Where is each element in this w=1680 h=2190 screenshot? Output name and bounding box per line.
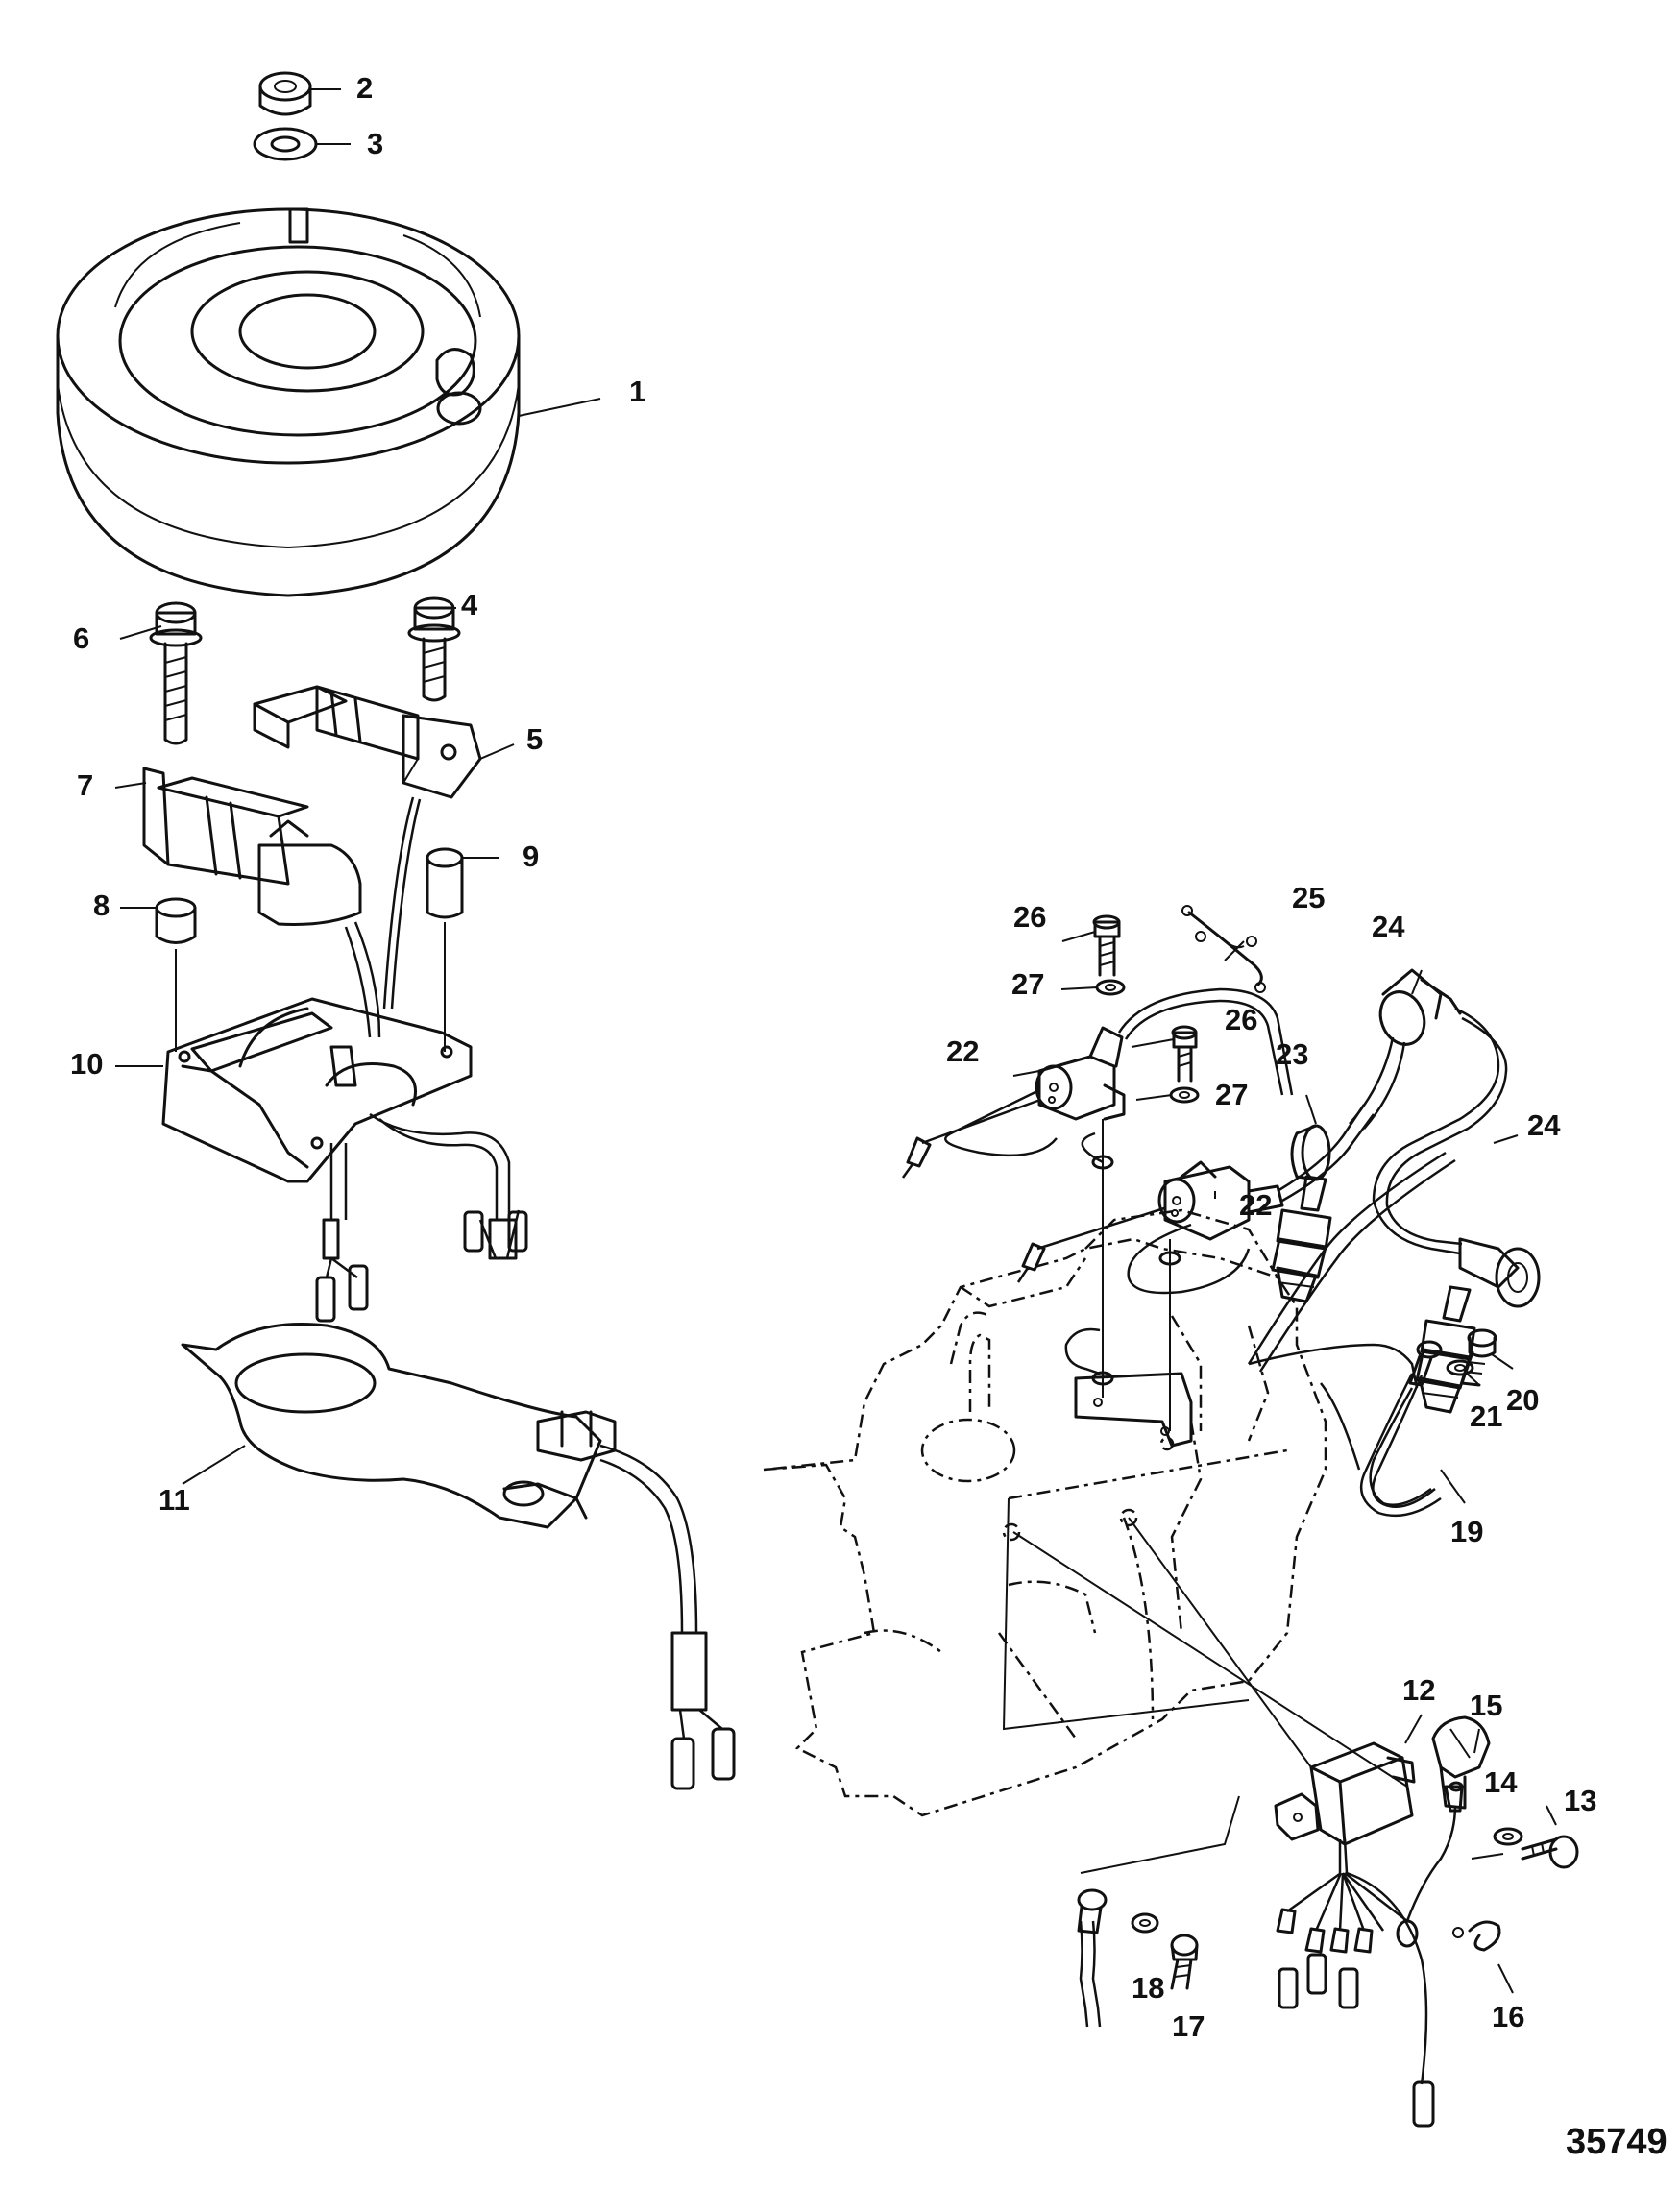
- coil-terminal-lower: [1016, 1242, 1046, 1283]
- coil-terminal-upper: [901, 1136, 932, 1179]
- ignition-coil-lower: [1157, 1160, 1284, 1241]
- trigger-coil: [142, 766, 362, 926]
- coil-screw-upper: [1092, 914, 1121, 977]
- leader-lines: [114, 88, 1557, 1994]
- wire-clip: [1181, 905, 1266, 993]
- callout-7: 7: [77, 768, 93, 802]
- coil-washer-lower: [1169, 1086, 1200, 1104]
- ignition-coil-upper: [1035, 1026, 1126, 1121]
- trigger-plate: [181, 1322, 617, 1529]
- ground-washer: [1446, 1359, 1474, 1376]
- stator-screw-right: [407, 596, 461, 702]
- coil-screw-lower: [1171, 1025, 1198, 1083]
- callout-10: 10: [70, 1047, 103, 1081]
- tie-strap: [1452, 1920, 1501, 1952]
- ground-screw-bottom: [1170, 1934, 1199, 1990]
- callout-1: 1: [629, 375, 645, 408]
- callout-27-lower: 27: [1215, 1078, 1248, 1111]
- stator-lead-connectors: [315, 1209, 528, 1323]
- callout-25: 25: [1292, 881, 1325, 914]
- callout-19: 19: [1450, 1515, 1483, 1548]
- callout-11: 11: [158, 1483, 190, 1517]
- callout-4: 4: [461, 588, 478, 621]
- callout-13: 13: [1564, 1784, 1596, 1817]
- callout-24-upper: 24: [1372, 910, 1405, 943]
- spark-plug-left: [1271, 1175, 1332, 1303]
- callout-12: 12: [1402, 1673, 1435, 1707]
- callout-labels: 2 3 1 4 6 5 7 8 9 10 11 12 13 14 15 16 1…: [70, 71, 1596, 2043]
- callout-6: 6: [73, 621, 89, 655]
- ground-washer-bottom: [1131, 1912, 1159, 1934]
- callout-22-upper: 22: [946, 1034, 979, 1068]
- callout-21: 21: [1470, 1399, 1502, 1433]
- clamp-screw: [1521, 1835, 1579, 1869]
- callout-14: 14: [1484, 1765, 1518, 1799]
- lead-grommet: [1290, 1124, 1331, 1181]
- callout-24-lower: 24: [1527, 1108, 1561, 1142]
- switch-box-terminals: [1276, 1785, 1464, 2128]
- callout-26-lower: 26: [1225, 1003, 1257, 1036]
- callout-2: 2: [356, 71, 373, 105]
- coil-washer-upper: [1095, 979, 1126, 996]
- flywheel-washer: [253, 127, 318, 161]
- charge-coil: [253, 685, 482, 799]
- callout-18: 18: [1132, 1971, 1164, 2005]
- stator-plate: [161, 997, 473, 1183]
- flywheel: [56, 207, 521, 597]
- spacer-left: [155, 897, 197, 944]
- ground-wire: [1359, 1340, 1443, 1518]
- ground-lead-bottom: [1077, 1888, 1108, 2028]
- powerhead-outline: [763, 1208, 1327, 1817]
- callout-22-lower: 22: [1239, 1188, 1272, 1222]
- callout-15: 15: [1470, 1689, 1502, 1722]
- flywheel-nut: [258, 71, 312, 116]
- callout-23: 23: [1276, 1037, 1308, 1071]
- plug-boot-lower: [1458, 1237, 1541, 1308]
- stator-screw-left: [149, 601, 203, 745]
- callout-27-upper: 27: [1011, 967, 1044, 1001]
- callout-26-upper: 26: [1013, 900, 1046, 934]
- spacer-right: [426, 847, 464, 919]
- callout-20: 20: [1506, 1383, 1539, 1417]
- callout-17: 17: [1172, 2009, 1205, 2043]
- spark-plug-right: [1415, 1285, 1476, 1414]
- figure-number: 35749: [1566, 2122, 1668, 2162]
- switch-box-clamp: [1431, 1716, 1491, 1810]
- clamp-washer: [1493, 1827, 1523, 1846]
- switch-box: [1274, 1741, 1416, 1846]
- callout-8: 8: [93, 888, 110, 922]
- callout-16: 16: [1492, 2000, 1524, 2033]
- cylinder-head-boss: [1074, 1372, 1193, 1448]
- callout-9: 9: [523, 840, 539, 873]
- trigger-lead-connectors: [670, 1631, 736, 1790]
- callout-3: 3: [367, 127, 383, 160]
- callout-5: 5: [526, 722, 543, 756]
